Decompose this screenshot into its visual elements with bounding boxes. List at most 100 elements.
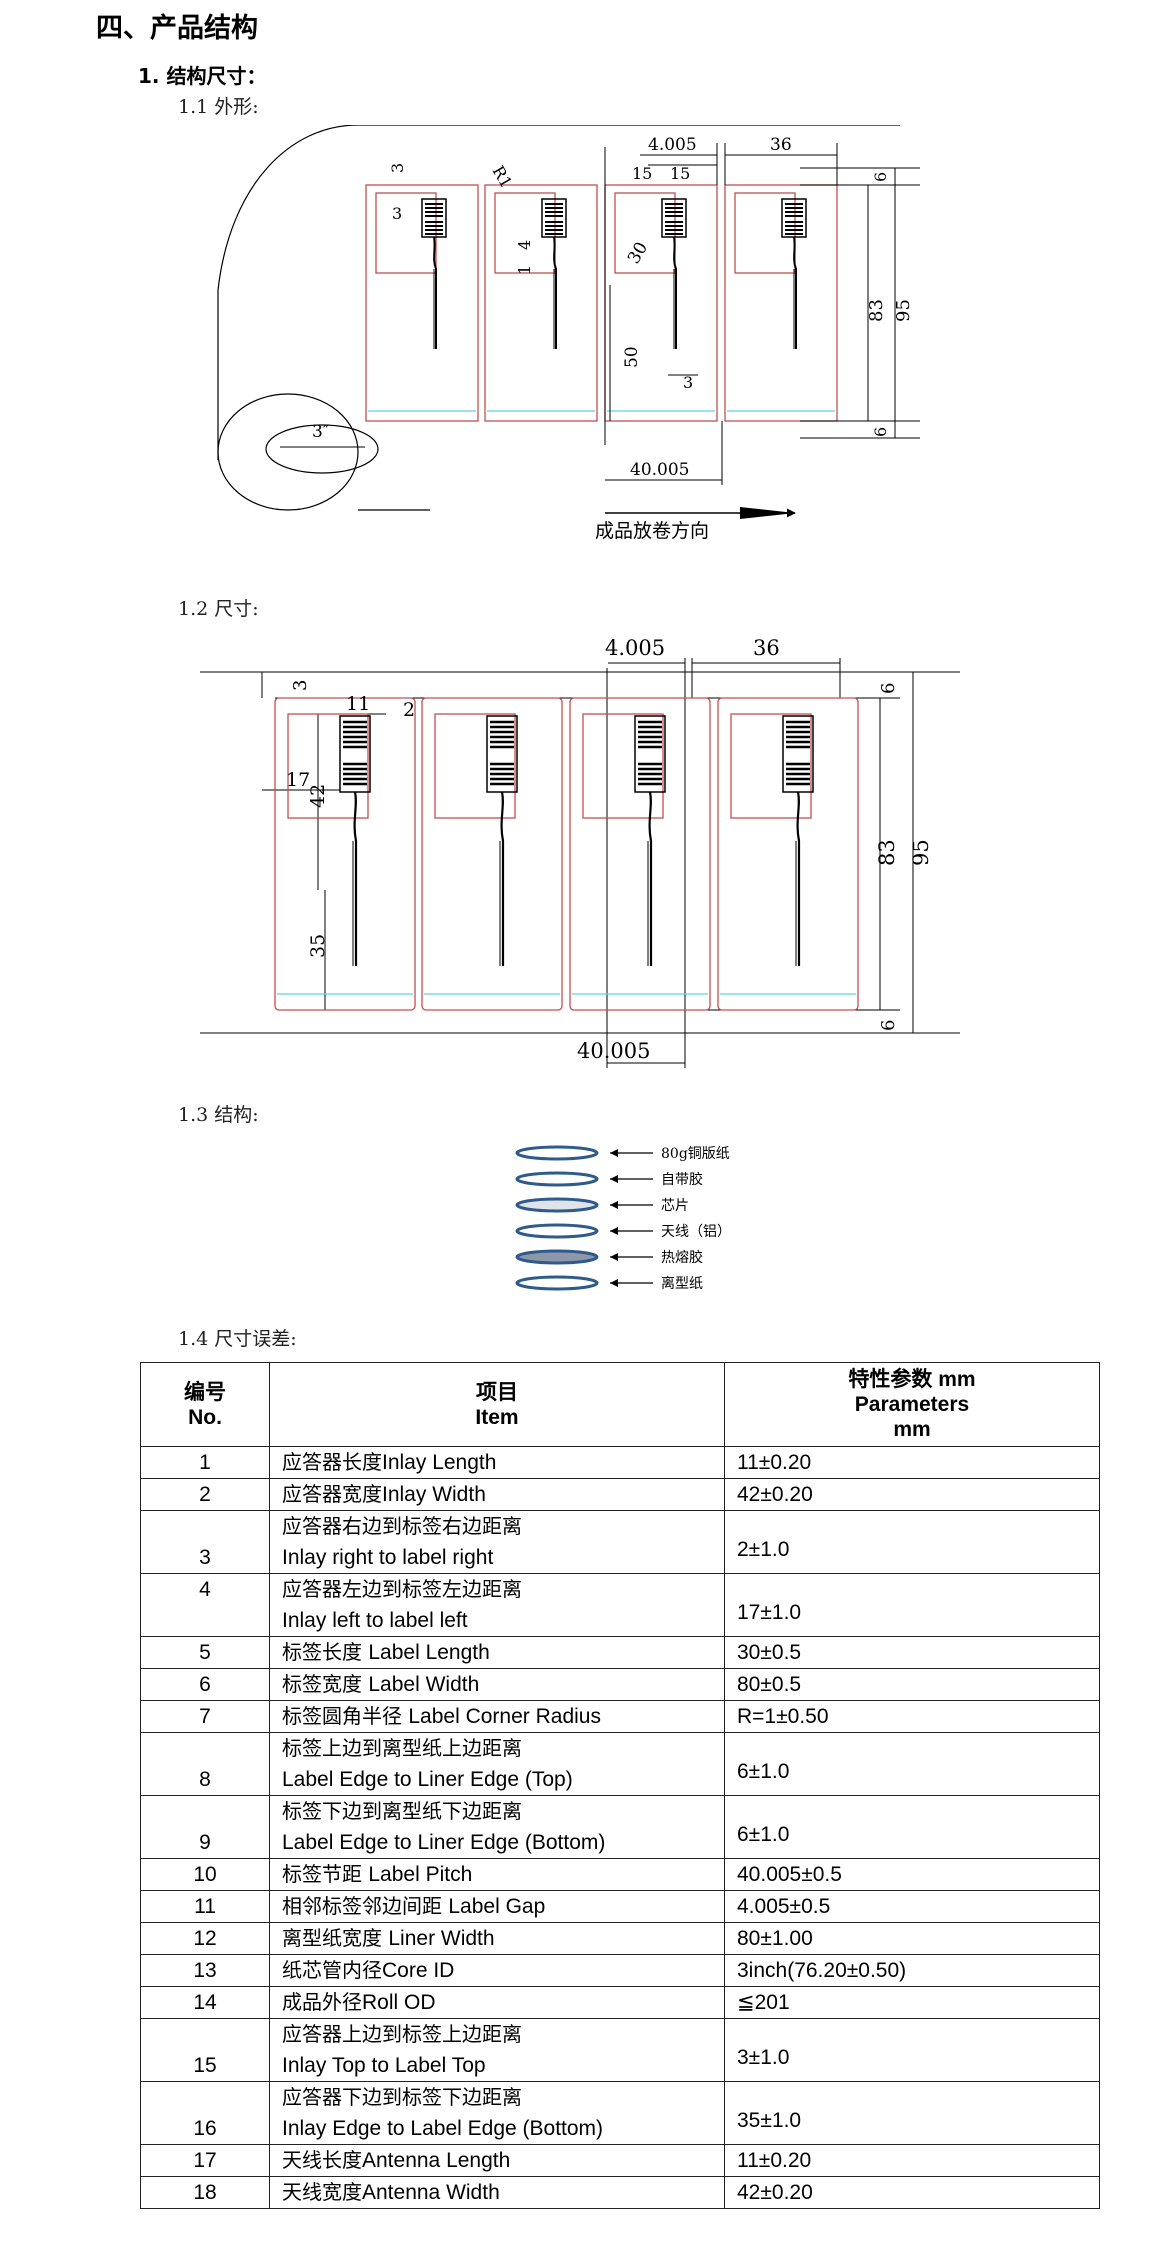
figure-caption-dimensions: 1.2 尺寸: [178, 598, 259, 620]
fig2-17: 17 [286, 769, 310, 791]
fig2-pitch: 40.005 [577, 1039, 650, 1063]
item-cn: 纸芯管内径 [282, 1958, 382, 1982]
layer-arrowhead [610, 1227, 618, 1235]
item-en: Inlay Edge to Label Edge (Bottom) [282, 2117, 604, 2140]
layer-label: 芯片 [661, 1198, 689, 1214]
row-number: 18 [140, 2176, 270, 2209]
fig1-gap: 4.005 [648, 135, 697, 155]
layer-disc [515, 1275, 599, 1291]
row-value: 35±1.0 [724, 2081, 1100, 2145]
item-cn: 标签上边到离型纸上边距离 [282, 1736, 522, 1760]
row-number: 5 [140, 1636, 270, 1669]
row-item: 相邻标签邻边间距 Label Gap [269, 1890, 725, 1923]
fig1-3b: 3 [388, 163, 407, 173]
item-en: Inlay Width [382, 1483, 486, 1506]
row-number: 7 [140, 1700, 270, 1733]
item-cn: 标签长度 [282, 1640, 369, 1664]
fig2-35: 35 [307, 934, 329, 958]
fig2-3: 3 [290, 680, 311, 691]
fig1-r1: R1 [489, 163, 517, 192]
layer-arrowhead [610, 1149, 618, 1157]
layer-structure: 80g铜版纸自带胶芯片天线（铝）热熔胶离型纸 [515, 1145, 775, 1305]
fig2-2: 2 [403, 699, 415, 721]
row-value: 17±1.0 [724, 1573, 1100, 1637]
item-en: Label Edge to Liner Edge (Bottom) [282, 1831, 606, 1854]
row-number: 10 [140, 1858, 270, 1891]
row-value: 3±1.0 [724, 2018, 1100, 2082]
row-value: R=1±0.50 [724, 1700, 1100, 1733]
item-cn: 成品外径 [282, 1990, 362, 2014]
fig2-42: 42 [307, 784, 329, 808]
row-number: 8 [140, 1732, 270, 1796]
row-item: 标签上边到离型纸上边距离 Label Edge to Liner Edge (To… [269, 1732, 725, 1796]
layer-arrowhead [610, 1253, 618, 1261]
item-cn: 应答器宽度 [282, 1482, 382, 1506]
subsection-title: 1. 结构尺寸： [138, 64, 267, 88]
row-number: 6 [140, 1668, 270, 1701]
unwind-direction-label: 成品放卷方向 [595, 520, 709, 542]
fig2-6bot: 6 [878, 1020, 899, 1031]
item-en: Inlay right to label right [282, 1546, 494, 1569]
fig1-4: 4 [515, 240, 534, 250]
row-item: 天线宽度Antenna Width [269, 2176, 725, 2209]
fig1-15a: 15 [632, 164, 652, 183]
row-value: 6±1.0 [724, 1795, 1100, 1859]
row-value: ≦201 [724, 1986, 1100, 2019]
row-item: 应答器长度Inlay Length [269, 1446, 725, 1479]
fig1-1: 1 [515, 265, 534, 275]
item-cn: 天线宽度 [282, 2180, 362, 2204]
row-number: 15 [140, 2018, 270, 2082]
item-cn: 应答器长度 [282, 1450, 382, 1474]
item-en: Label Length [368, 1641, 490, 1664]
row-value: 80±0.5 [724, 1668, 1100, 1701]
item-cn: 标签下边到离型纸下边距离 [282, 1799, 522, 1823]
fig1-width: 36 [770, 135, 792, 155]
fig1-3a: 3 [392, 204, 402, 223]
row-item: 应答器宽度Inlay Width [269, 1478, 725, 1511]
item-en: Roll OD [362, 1991, 436, 2014]
item-cn: 标签节距 [282, 1862, 369, 1886]
layer-disc [515, 1197, 599, 1213]
fig1-pitch: 40.005 [630, 460, 689, 480]
item-en: Label Edge to Liner Edge (Top) [282, 1768, 573, 1791]
row-value: 11±0.20 [724, 2144, 1100, 2177]
row-number: 11 [140, 1890, 270, 1923]
row-item: 离型纸宽度 Liner Width [269, 1922, 725, 1955]
fig1-83: 83 [866, 299, 887, 322]
layer-label: 自带胶 [661, 1171, 703, 1188]
row-number: 12 [140, 1922, 270, 1955]
item-cn: 应答器左边到标签左边距离 [282, 1577, 522, 1601]
row-value: 30±0.5 [724, 1636, 1100, 1669]
row-value: 3inch(76.20±0.50) [724, 1954, 1100, 1987]
layer-arrowhead [610, 1279, 618, 1287]
layer-label: 离型纸 [661, 1275, 703, 1292]
row-item: 标签长度 Label Length [269, 1636, 725, 1669]
core-dim: 3″ [312, 422, 329, 442]
item-en: Inlay Length [382, 1451, 497, 1474]
item-en: Antenna Length [362, 2149, 511, 2172]
fig1-6bot: 6 [871, 427, 890, 437]
roll-outline-diagram: 3″ 4.005 36 15 [217, 125, 920, 542]
item-cn: 应答器上边到标签上边距离 [282, 2022, 522, 2046]
row-number: 3 [140, 1510, 270, 1574]
fig1-6top: 6 [871, 172, 890, 182]
layer-arrowhead [610, 1175, 618, 1183]
row-item: 标签宽度 Label Width [269, 1668, 725, 1701]
